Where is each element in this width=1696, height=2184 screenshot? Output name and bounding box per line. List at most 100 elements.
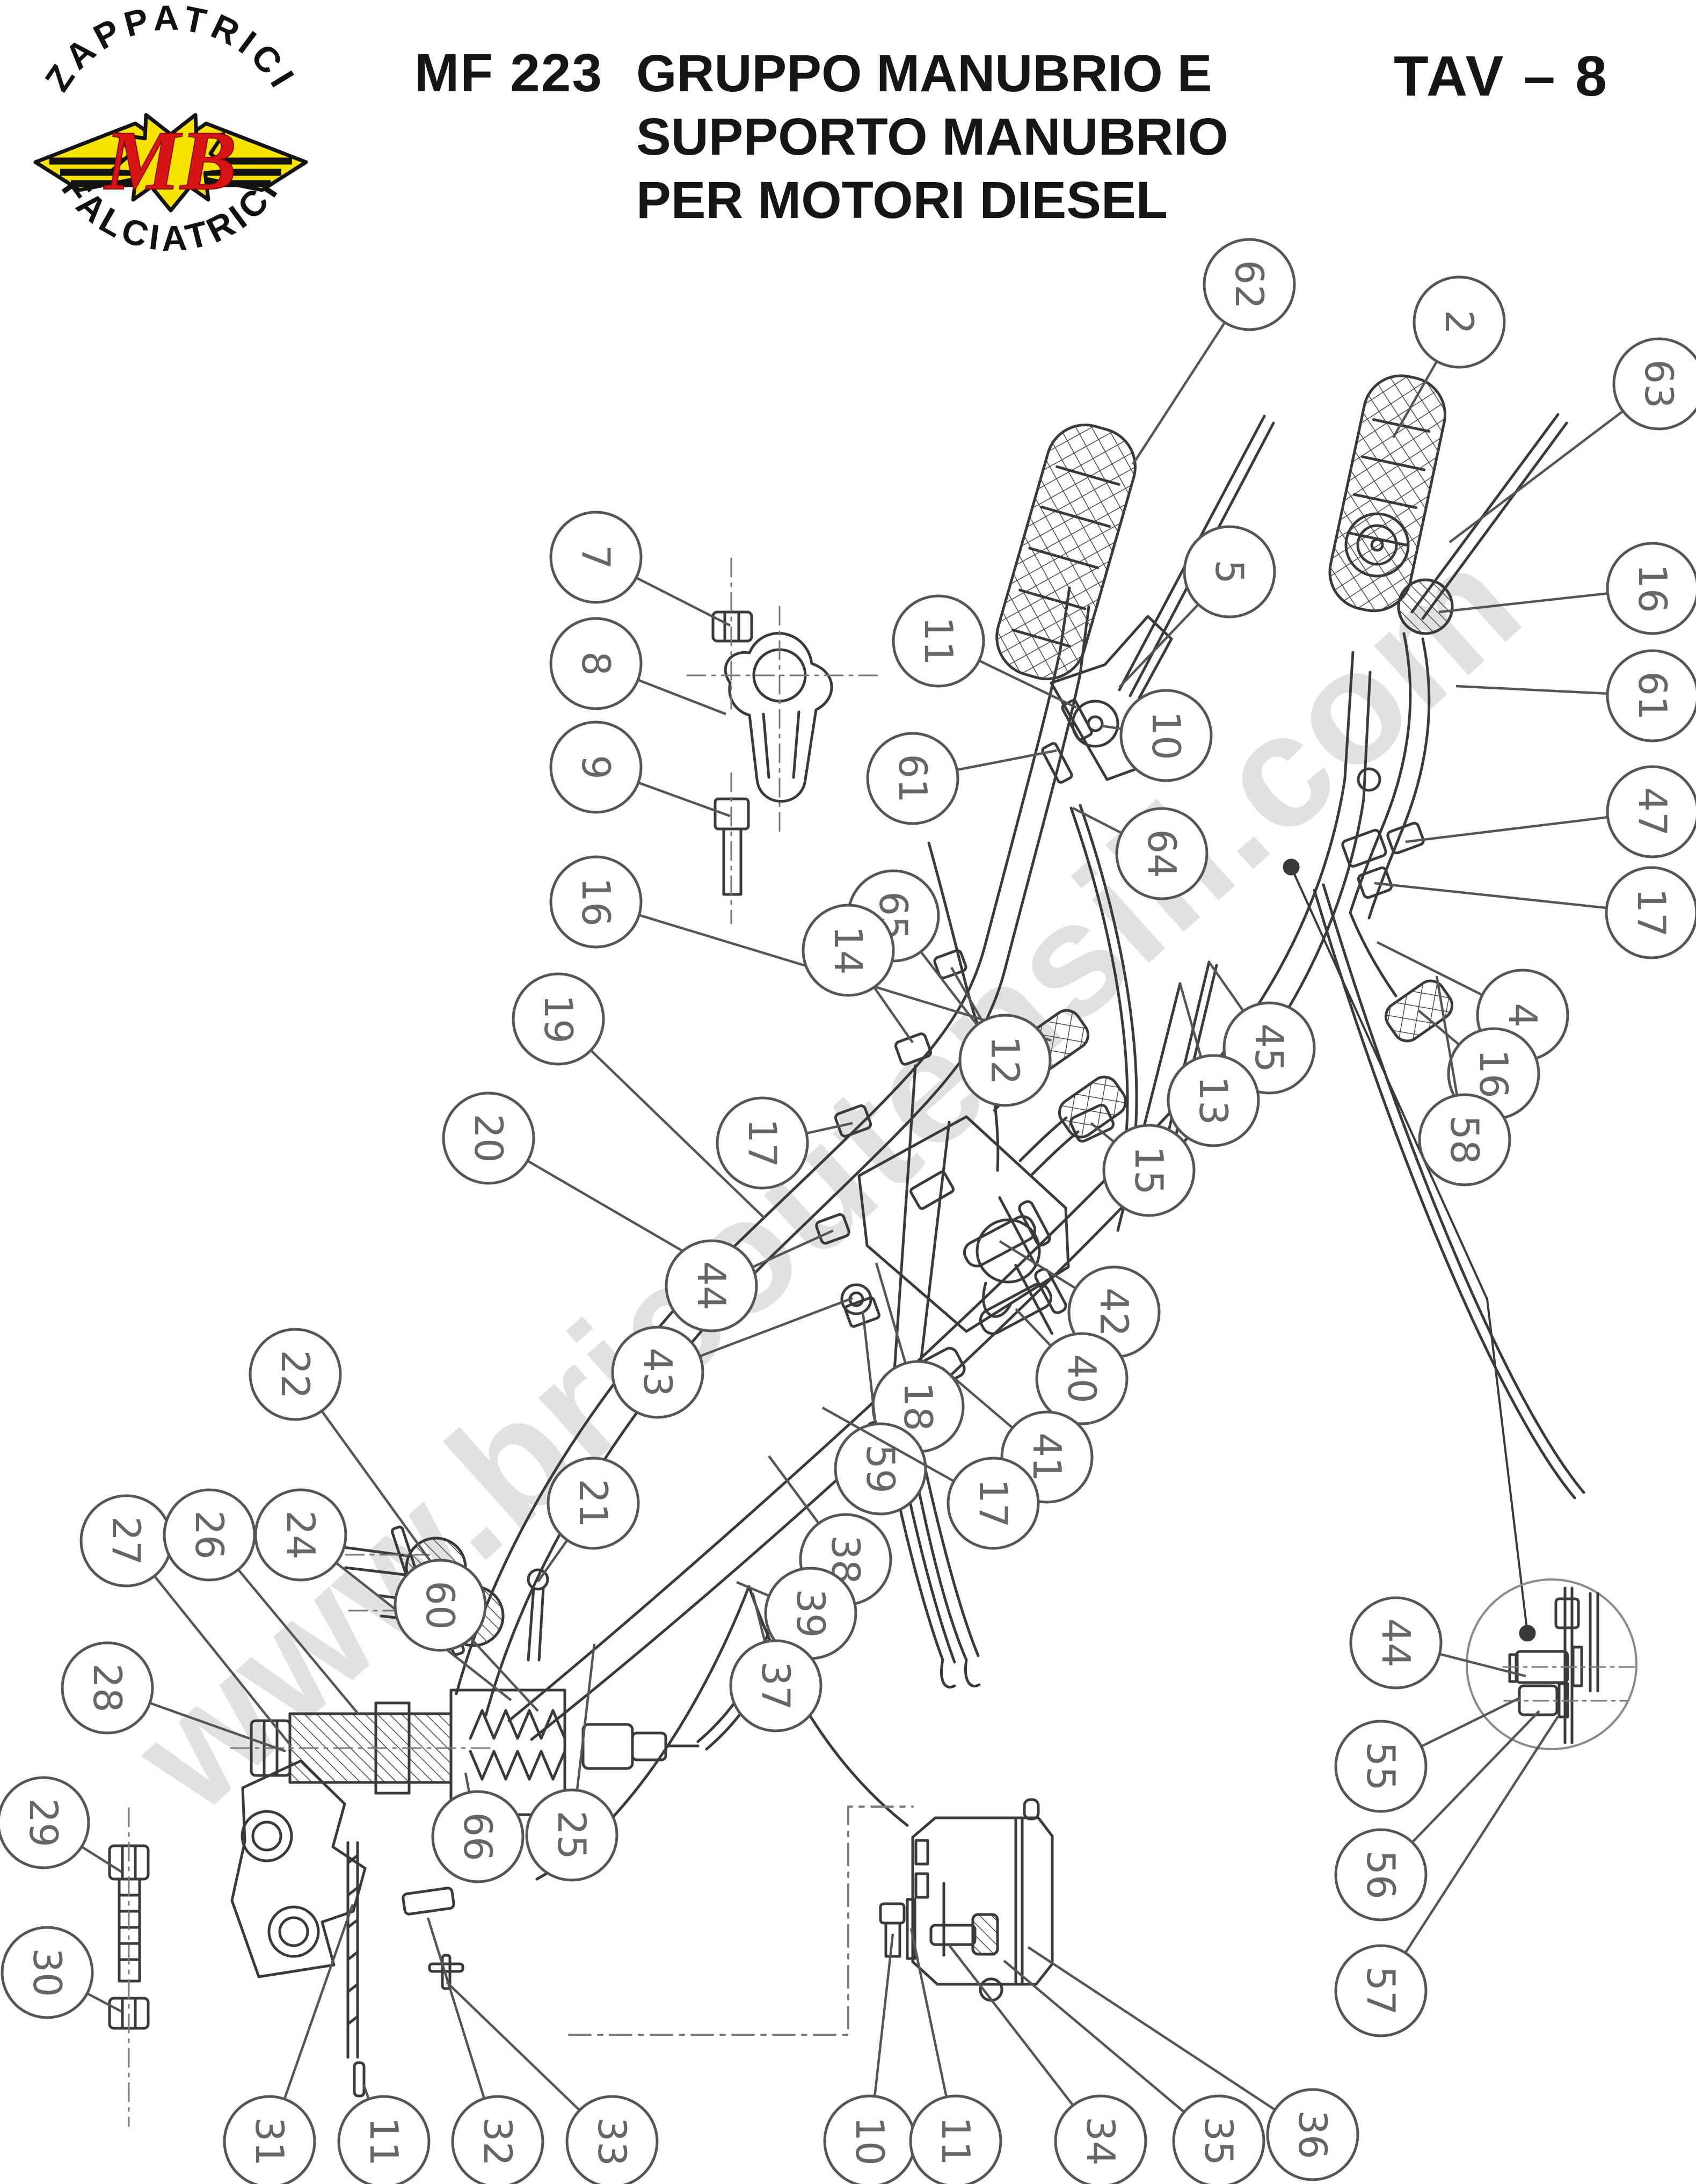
logo-wings-icon — [33, 113, 308, 213]
balloon-number: 33 — [589, 2117, 635, 2166]
logo-arc-top-text: ZAPPATRICI — [37, 0, 300, 98]
balloon-circle — [549, 511, 643, 604]
mb-logo: ZAPPATRICI FALCIATRICI MB — [33, 0, 308, 258]
leader-line — [362, 2084, 370, 2100]
balloon-number: 59 — [858, 1444, 903, 1494]
leader-line — [957, 749, 1057, 771]
balloon-28: 28 — [61, 1641, 286, 1753]
balloon-5: 5 — [1118, 525, 1276, 688]
rod-31 — [346, 1841, 359, 2059]
balloon-circle — [249, 1328, 342, 1421]
balloon-number: 16 — [573, 877, 618, 927]
leader-line — [1455, 685, 1608, 695]
balloon-number: 17 — [740, 1118, 785, 1168]
balloon-61: 61 — [1455, 649, 1696, 742]
balloon-60: 60 — [394, 1559, 539, 1712]
support-hub — [230, 1597, 781, 1816]
leader-line — [237, 1569, 359, 1715]
leader-line — [1405, 816, 1608, 843]
leader-line — [283, 1904, 354, 2100]
balloon-63: 63 — [1448, 337, 1696, 543]
leader-line — [1101, 724, 1122, 730]
leader-line — [1411, 1710, 1540, 1844]
balloon-number: 25 — [549, 1810, 594, 1860]
leader-line — [920, 951, 979, 1028]
balloon-circle — [1183, 525, 1276, 618]
balloon-number: 14 — [826, 926, 871, 975]
nut-7 — [711, 610, 753, 643]
balloon-40: 40 — [1015, 1308, 1129, 1425]
balloon-21: 21 — [537, 1457, 640, 1583]
leader-line — [1374, 882, 1607, 909]
balloon-number: 61 — [1630, 671, 1675, 720]
leader-line — [1448, 410, 1624, 543]
balloon-circle — [549, 720, 643, 814]
balloon-31: 31 — [223, 1904, 354, 2184]
balloon-62: 62 — [1132, 238, 1296, 465]
leader-line — [821, 1407, 955, 1482]
balloon-7: 7 — [549, 511, 731, 627]
throttle-cable — [1069, 804, 1138, 1172]
leader-line — [806, 1122, 853, 1135]
leader-line — [768, 1455, 820, 1524]
logo-monogram: MB — [103, 114, 237, 208]
balloon-circle — [549, 617, 643, 710]
balloon-circle — [1605, 866, 1696, 959]
balloon-11: 11 — [337, 2084, 431, 2184]
leader-line — [699, 1297, 853, 1358]
balloon-number: 28 — [85, 1663, 130, 1713]
balloon-number: 11 — [916, 616, 961, 666]
balloon-55: 55 — [1334, 1696, 1521, 1813]
balloon-11: 11 — [892, 594, 1077, 709]
balloon-circle — [1418, 1093, 1511, 1186]
control-box — [879, 1798, 1054, 2002]
cable-strands — [884, 1438, 980, 1664]
balloon-circle — [1167, 1054, 1260, 1147]
leader-line — [464, 1772, 471, 1793]
balloon-number: 20 — [466, 1113, 511, 1163]
balloon-56: 56 — [1334, 1710, 1540, 1921]
balloon-66: 66 — [431, 1772, 525, 1883]
balloon-61: 61 — [866, 732, 1057, 825]
balloon-57: 57 — [1334, 1715, 1559, 2037]
balloon-circle — [947, 1457, 1040, 1550]
left-lever-body — [1050, 615, 1173, 781]
balloon-17: 17 — [1374, 866, 1696, 959]
balloon-circle — [1, 1926, 94, 2019]
balloon-circle — [665, 1239, 758, 1333]
roll-pin-11 — [353, 2061, 366, 2098]
leader-line — [446, 1981, 581, 2112]
reference-dashdot — [568, 1806, 914, 2036]
leader-line — [1027, 1946, 1276, 2111]
balloon-number: 57 — [1358, 1966, 1403, 2015]
balloon-9: 9 — [549, 720, 731, 818]
balloon-number: 34 — [1078, 2116, 1123, 2166]
leader-line — [1132, 322, 1226, 465]
balloon-circle — [394, 1559, 487, 1652]
balloon-number: 45 — [1247, 1023, 1292, 1073]
balloon-29: 29 — [0, 1776, 123, 1873]
balloon-circle — [565, 2095, 659, 2184]
balloon-circle — [549, 855, 643, 949]
balloon-circle — [1334, 1720, 1428, 1813]
balloon-47: 47 — [1405, 765, 1696, 858]
balloon-circle — [1203, 238, 1296, 331]
balloon-circle — [512, 972, 605, 1066]
balloon-number: 17 — [971, 1479, 1016, 1528]
leader-line — [873, 986, 914, 1044]
leader-line — [1072, 806, 1123, 834]
leader-line — [1404, 1715, 1559, 1954]
balloon-circle — [1102, 1124, 1196, 1217]
balloon-number: 27 — [104, 1516, 149, 1566]
balloon-58: 58 — [1418, 975, 1511, 1186]
balloon-44: 44 — [665, 1229, 834, 1333]
balloon-circle — [1606, 649, 1696, 742]
balloon-number: 44 — [1373, 1618, 1418, 1668]
leader-line — [948, 1943, 1074, 2106]
leader-line — [635, 577, 731, 627]
balloon-26: 26 — [163, 1488, 359, 1715]
balloon-27: 27 — [79, 1494, 292, 1747]
balloon-circle — [716, 1096, 809, 1190]
cable-58 — [1313, 883, 1585, 1499]
